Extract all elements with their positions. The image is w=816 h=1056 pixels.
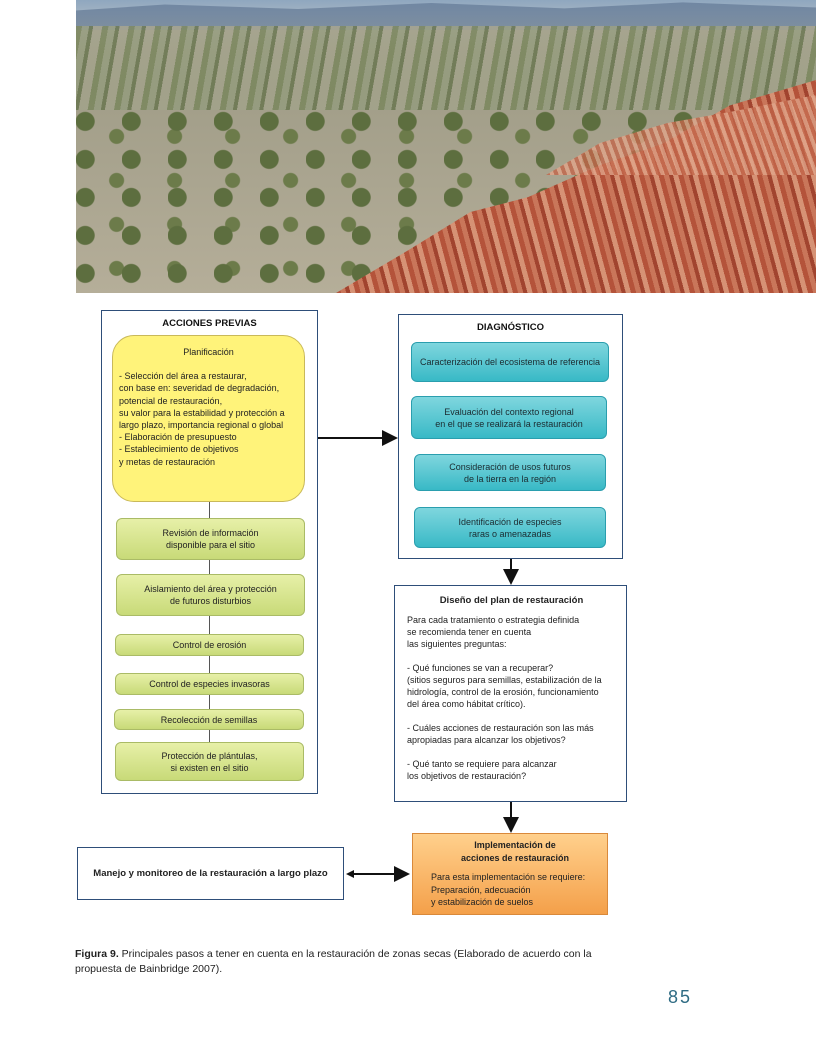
diseno-text: Para cada tratamiento o estrategia defin…: [407, 615, 602, 781]
figure-caption: Figura 9. Principales pasos a tener en c…: [75, 947, 635, 977]
diagnostico-item-contexto: Evaluación del contexto regional en el q…: [411, 396, 607, 439]
step-control-especies-invasoras: Control de especies invasoras: [115, 673, 304, 695]
step-aislamiento-area: Aislamiento del área y protección de fut…: [116, 574, 305, 616]
diseno-panel: Diseño del plan de restauración Para cad…: [394, 585, 627, 802]
diagnostico-item-ecosistema: Caracterización del ecosistema de refere…: [411, 342, 609, 382]
planificacion-title: Planificación: [183, 347, 234, 357]
implementacion-text: Para esta implementación se requiere: Pr…: [431, 872, 586, 907]
diagnostico-item-usos: Consideración de usos futuros de la tier…: [414, 454, 606, 491]
landscape-photo: [76, 0, 816, 293]
step-recoleccion-semillas: Recolección de semillas: [114, 709, 304, 730]
diseno-title: Diseño del plan de restauración: [439, 595, 584, 606]
implementacion-title: Implementación de acciones de restauraci…: [460, 840, 570, 863]
planificacion-text: - Selección del área a restaurar, con ba…: [119, 371, 285, 467]
steps-connector: [209, 502, 210, 742]
diagnostico-title: DIAGNÓSTICO: [476, 322, 545, 333]
step-control-erosion: Control de erosión: [115, 634, 304, 656]
manejo-box: Manejo y monitoreo de la restauración a …: [77, 847, 344, 900]
step-revision-informacion: Revisión de información disponible para …: [116, 518, 305, 560]
diagnostico-item-especies: Identificación de especies raras o amena…: [414, 507, 606, 548]
acciones-previas-title: ACCIONES PREVIAS: [162, 318, 257, 329]
caption-label: Figura 9.: [75, 948, 119, 960]
arrow-head-to-manejo: [346, 870, 354, 878]
step-proteccion-plantulas: Protección de plántulas, si existen en e…: [115, 742, 304, 781]
manejo-title: Manejo y monitoreo de la restauración a …: [93, 868, 328, 879]
caption-text: Principales pasos a tener en cuenta en l…: [75, 948, 592, 975]
page-number: 85: [668, 987, 693, 1007]
planificacion-box: Planificación - Selección del área a res…: [112, 335, 305, 502]
implementacion-box: Implementación de acciones de restauraci…: [412, 833, 608, 915]
